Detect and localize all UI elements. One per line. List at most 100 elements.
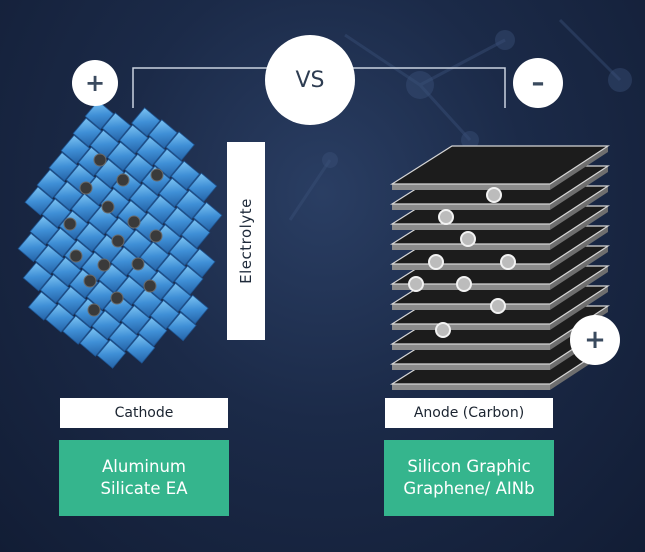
crystal-tile [62,315,92,345]
cathode-label: Cathode [60,398,228,428]
crystal-tile [144,270,175,300]
crystal-tile [158,177,188,208]
crystal-tile [138,317,168,347]
anode-ion [500,254,516,270]
crystal-tile [175,189,206,220]
crystal-tile [72,117,102,147]
cathode-ion [63,217,77,231]
graphene-sheet-side [550,166,608,210]
graphene-sheet-side [550,246,608,290]
crystal-tile [89,129,120,159]
anode-ion [435,322,451,338]
anode-label: Anode (Carbon) [385,398,553,428]
graphene-sheet-edge [392,344,550,350]
crystal-tile [139,241,170,271]
crystal-tile [70,193,101,223]
cathode-material-line2: Silicate EA [100,479,188,498]
cathode-plus-icon: + [72,60,118,106]
graphene-sheet-side [550,206,608,250]
graphene-sheet-edge [392,264,550,270]
crystal-tile [170,160,201,190]
crystal-tile [53,181,84,211]
cathode-ion [79,181,93,195]
crystal-tile [174,265,204,295]
graphene-sheet-side [550,266,608,310]
crystal-tile [98,263,128,294]
cathode-ion [101,200,115,214]
ion-plus-icon: + [570,315,620,365]
crystal-tile [163,207,194,237]
anode-material-line2: Graphene/ AINb [403,479,535,498]
crystal-tile [52,256,82,287]
cathode-ion [97,258,111,272]
cathode-ion [131,257,145,271]
crystal-tile [107,141,137,171]
anode-ion [490,298,506,314]
graphene-sheet-edge [392,364,550,370]
anode-ion [408,276,424,292]
electrolyte-label: Electrolyte [237,198,256,284]
crystal-tile [79,327,109,357]
crystal-tile [108,322,139,352]
crystal-tile [146,194,176,225]
anode-material-line1: Silicon Graphic [407,457,531,476]
crystal-tile [24,186,54,216]
crystal-tile [119,124,149,154]
cathode-ion [83,274,97,288]
crystal-tile [136,136,166,166]
crystal-tile [150,299,180,330]
crystal-tile [186,248,216,278]
crystal-tile [179,294,209,325]
anode-ion [460,231,476,247]
electrolyte-bar: Electrolyte [227,142,265,340]
graphene-sheet-side [550,226,608,270]
crystal-tile [101,112,132,142]
crystal-tile [39,274,70,304]
crystal-tile [120,305,151,335]
crystal-tile [60,134,90,165]
crystal-tile [76,222,106,252]
crystal-tile [84,100,115,130]
crystal-tile [124,153,154,184]
graphene-sheet-edge [392,184,550,190]
cathode-ion [149,229,163,243]
crystal-tile [181,219,211,249]
anode-ion [428,254,444,270]
cathode-ion [116,173,130,187]
crystal-tile [122,229,152,259]
cathode-ion [111,234,125,248]
graphene-sheet-edge [392,384,550,390]
crystal-tile [46,227,77,257]
crystal-tile [36,169,66,199]
graphene-sheet-edge [392,224,550,230]
graphene-sheet [389,145,611,185]
crystal-tile [91,310,121,340]
crystal-tile [27,291,58,321]
graphene-sheet-edge [392,244,550,250]
cathode-ion [150,168,164,182]
anode-ion [486,187,502,203]
graphene-sheet-edge [392,204,550,210]
graphene-sheet-side [550,286,608,330]
anode-material-box: Silicon Graphic Graphene/ AINb [384,440,554,516]
cathode-ion [110,291,124,305]
cathode-ion [143,279,157,293]
graphene-sheet-edge [392,324,550,330]
cathode-ion [127,215,141,229]
crystal-tile [156,253,187,283]
anode-ion [438,209,454,225]
graphene-sheet-side [550,146,608,190]
anode-ion [456,276,472,292]
cathode-ion [93,153,107,167]
cathode-material-box: Aluminum Silicate EA [59,440,229,516]
crystal-tile [132,287,163,318]
cathode-ion [87,303,101,317]
crystal-tile [29,215,59,245]
crystal-tile [165,131,195,161]
crystal-tile [168,236,199,266]
crystal-tile [57,286,87,316]
graphene-sheet-side [550,186,608,230]
crystal-tile [167,311,197,342]
